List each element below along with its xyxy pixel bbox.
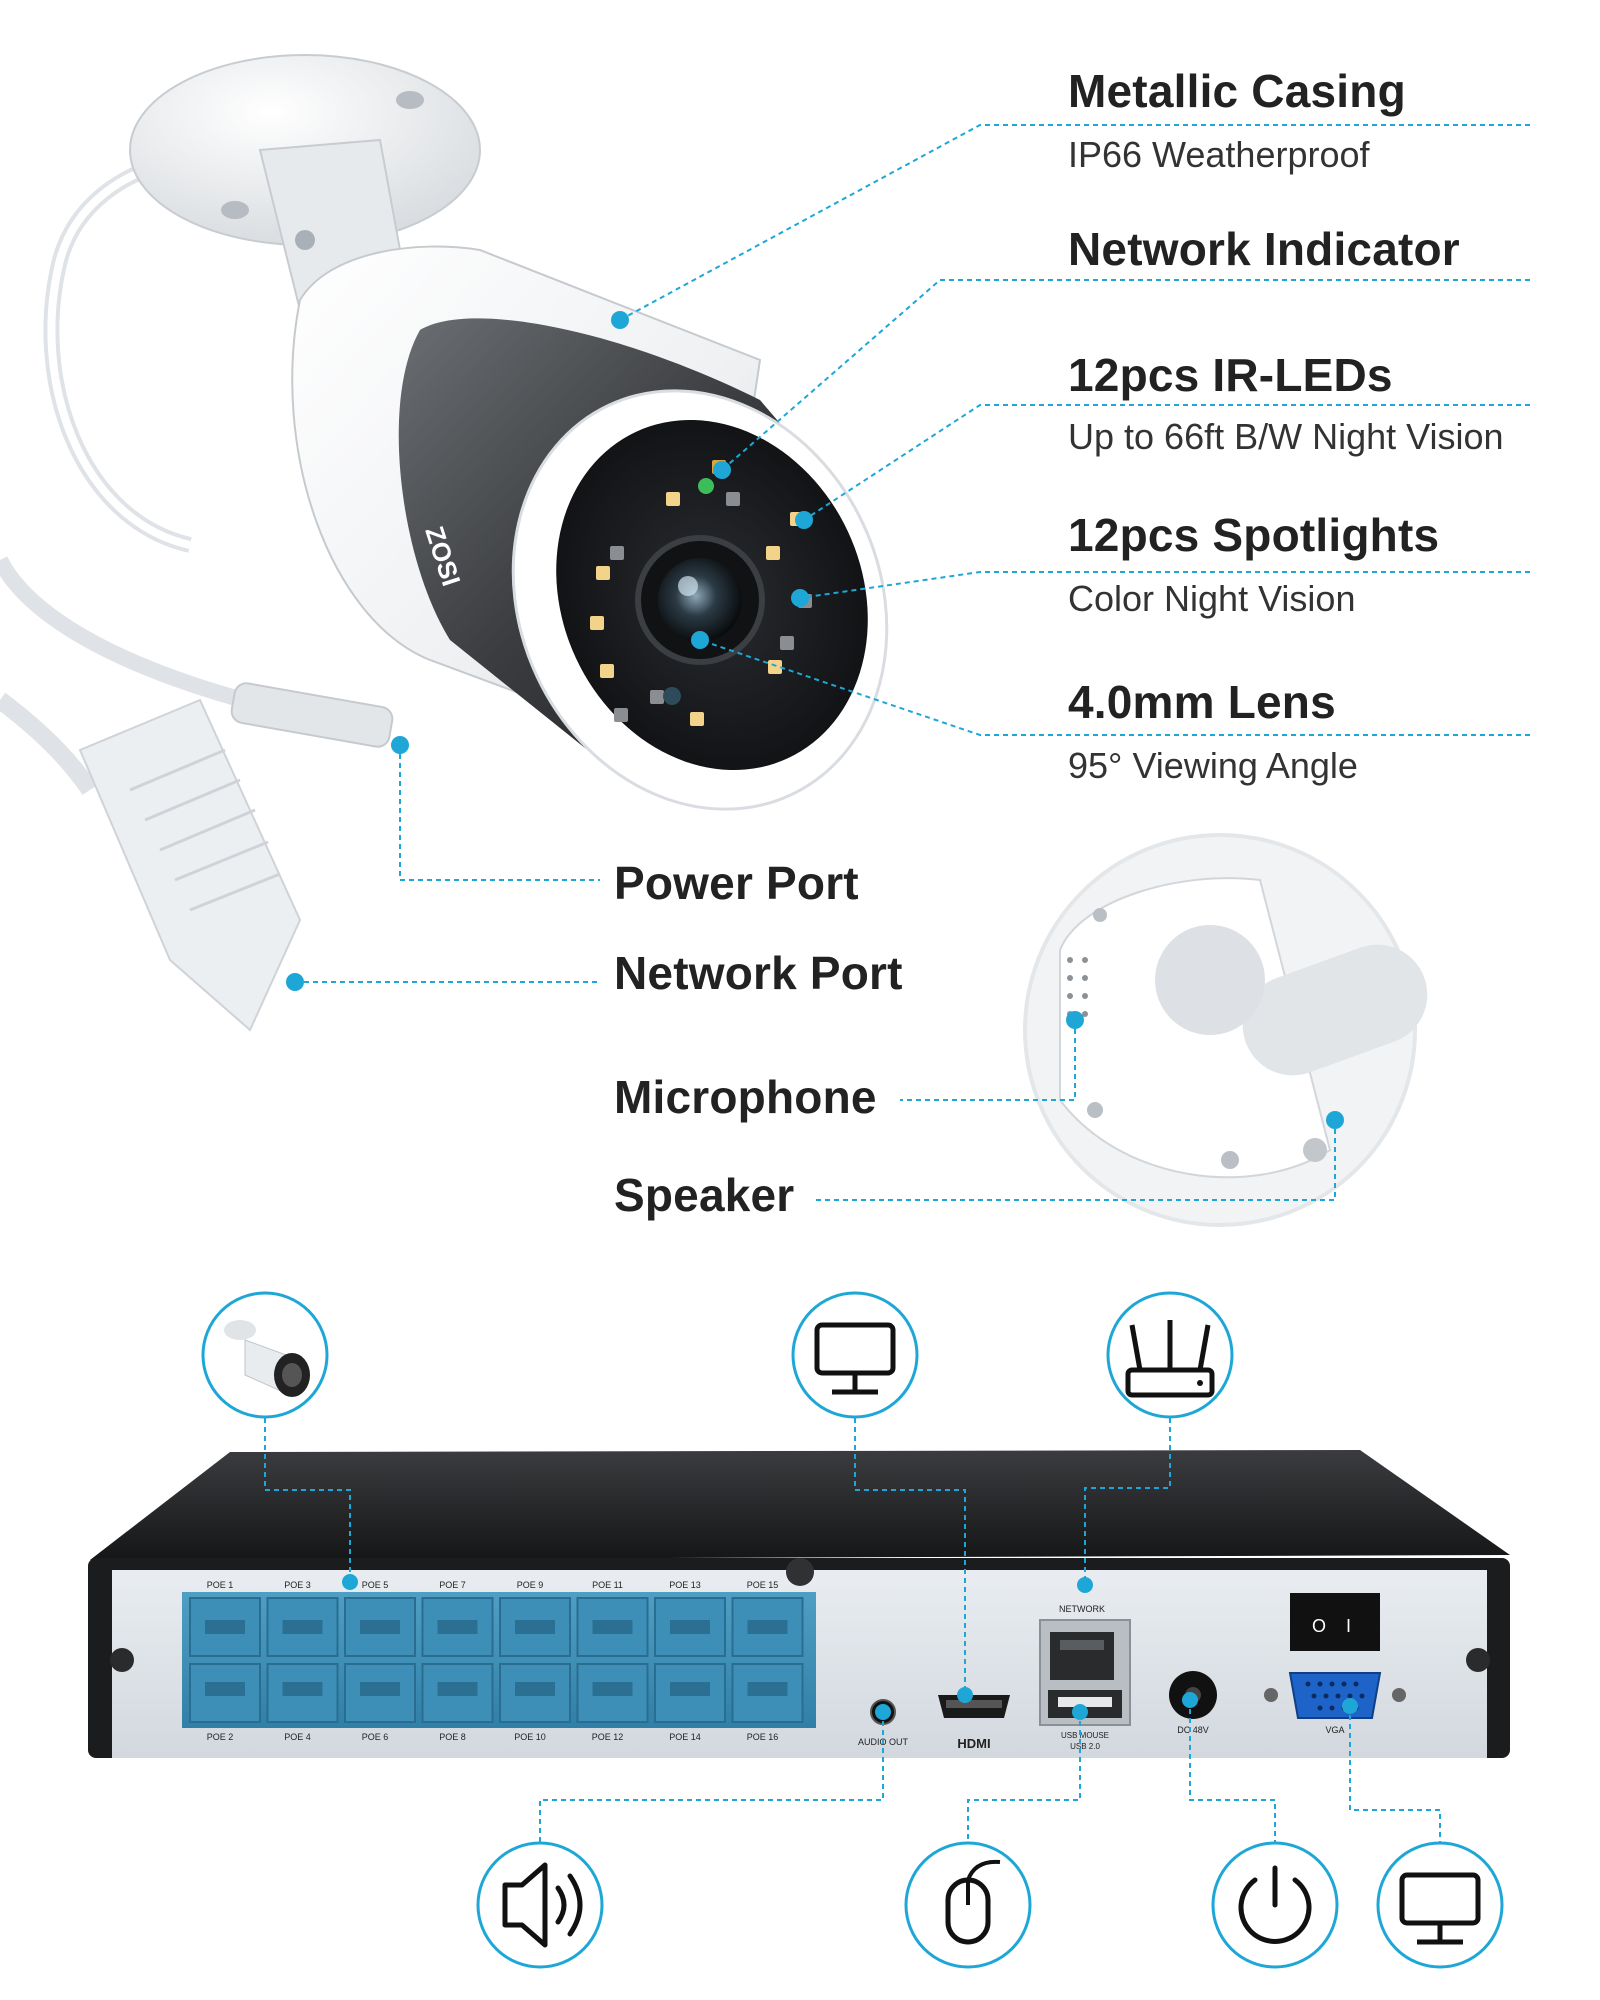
- poe-top-label: POE 9: [517, 1580, 544, 1590]
- spotlights-subtitle: Color Night Vision: [1068, 578, 1356, 619]
- power-switch: [1290, 1593, 1380, 1651]
- poe-bottom-label: POE 16: [747, 1732, 779, 1742]
- network-port-label: NETWORK: [1059, 1604, 1105, 1614]
- network-port-title: Network Port: [614, 947, 903, 999]
- poe-bottom-label: POE 6: [362, 1732, 389, 1742]
- speaker-title: Speaker: [614, 1169, 795, 1221]
- network-indicator-title: Network Indicator: [1068, 223, 1460, 275]
- svg-text:O: O: [1312, 1616, 1326, 1636]
- bullet-camera: ZOSI: [0, 54, 889, 1032]
- poe-bottom-label: POE 10: [514, 1732, 546, 1742]
- lens-subtitle: 95° Viewing Angle: [1068, 745, 1358, 786]
- monitor-icon: [1376, 1841, 1504, 1969]
- rj45-port: [1050, 1632, 1114, 1680]
- network-connector: [78, 698, 302, 1032]
- camera-icon: [201, 1291, 329, 1419]
- poe-top-label: POE 15: [747, 1580, 779, 1590]
- poe-top-label: POE 7: [439, 1580, 466, 1590]
- mouse-icon: [904, 1841, 1032, 1969]
- poe-top-labels: POE 1 POE 3 POE 5 POE 7 POE 9 POE 11 POE 13 POE…: [207, 1580, 779, 1590]
- poe-top-label: POE 3: [284, 1580, 311, 1590]
- nvr-connection-lines: [264, 1418, 1441, 1845]
- speaker-icon: [476, 1841, 604, 1969]
- callout-lines: [295, 124, 1530, 1201]
- magnified-detail: [1023, 833, 1428, 1227]
- vga-port: [1288, 1672, 1382, 1719]
- nvr-recorder: POE 1 POE 3 POE 5 POE 7 POE 9 POE 11 POE 13 POE…: [88, 1450, 1510, 1758]
- ir-leds-subtitle: Up to 66ft B/W Night Vision: [1068, 416, 1504, 457]
- monitor-icon: [791, 1291, 919, 1419]
- ir-leds-title: 12pcs IR-LEDs: [1068, 349, 1393, 401]
- poe-ports: [189, 1597, 804, 1723]
- power-icon: [1211, 1841, 1339, 1969]
- poe-bottom-label: POE 2: [207, 1732, 234, 1742]
- dc-label: DC 48V: [1177, 1725, 1209, 1735]
- vga-label: VGA: [1325, 1725, 1344, 1735]
- spotlights-title: 12pcs Spotlights: [1068, 509, 1440, 561]
- poe-top-label: POE 13: [669, 1580, 701, 1590]
- hdmi-label: HDMI: [957, 1736, 990, 1751]
- microphone-title: Microphone: [614, 1071, 877, 1123]
- callout-dots: [286, 311, 1344, 1129]
- power-connector: [230, 682, 394, 748]
- poe-top-label: POE 1: [207, 1580, 234, 1590]
- power-port-title: Power Port: [614, 857, 859, 909]
- poe-bottom-label: POE 8: [439, 1732, 466, 1742]
- poe-bottom-label: POE 4: [284, 1732, 311, 1742]
- metallic-casing-subtitle: IP66 Weatherproof: [1068, 134, 1370, 175]
- poe-bottom-label: POE 12: [592, 1732, 624, 1742]
- poe-port: [731, 1663, 804, 1723]
- svg-text:I: I: [1346, 1616, 1351, 1636]
- metallic-casing-title: Metallic Casing: [1068, 65, 1406, 117]
- router-icon: [1106, 1291, 1234, 1419]
- lens-title: 4.0mm Lens: [1068, 676, 1336, 728]
- poe-bottom-label: POE 14: [669, 1732, 701, 1742]
- poe-top-label: POE 11: [592, 1580, 623, 1590]
- usb-version-label: USB 2.0: [1070, 1742, 1100, 1751]
- poe-bottom-labels: POE 2 POE 4 POE 6 POE 8 POE 10 POE 12 POE 14 PO…: [207, 1732, 779, 1742]
- usb-mouse-label: USB MOUSE: [1061, 1731, 1109, 1740]
- poe-top-label: POE 5: [362, 1580, 389, 1590]
